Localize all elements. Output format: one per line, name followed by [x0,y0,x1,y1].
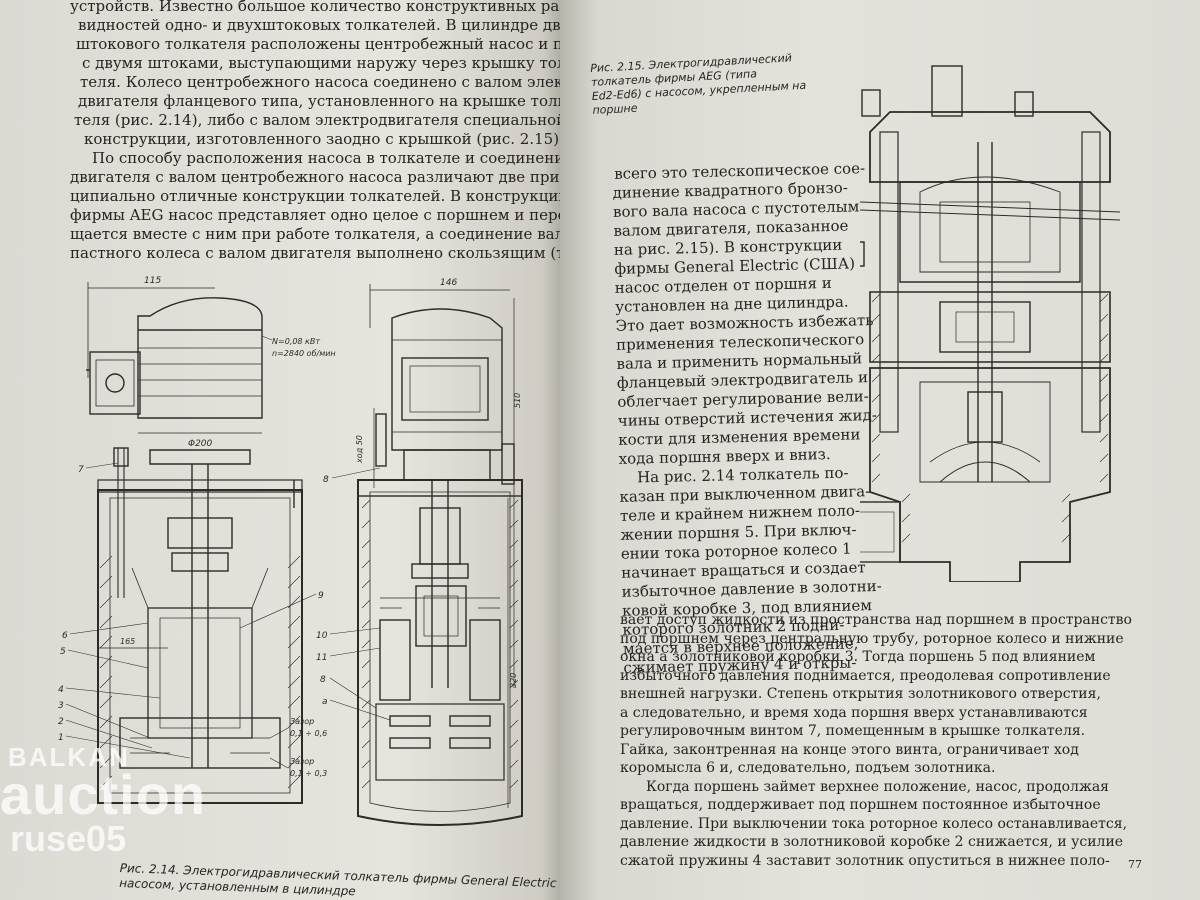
text-line: внешней нагрузки. Степень открытия золот… [620,686,1101,702]
text-line: а следовательно, и время хода поршня вве… [620,704,1088,721]
text-line: пастного колеса с валом двигателя выполн… [70,244,565,262]
full-width-text: вает доступ жидкости из пространства над… [620,611,1132,870]
text-line: По способу расположения насоса в толкате… [92,149,565,167]
text-line: с двумя штоками, выступающими наружу чер… [82,54,565,72]
label-8: 8 [323,475,329,485]
text-line: окна a золотниковой коробки 3. Тогда пор… [620,649,1096,665]
text-line: фирмы AEG насос представляет одно целое … [70,206,565,224]
text-line: вает доступ жидкости из пространства над… [620,612,1132,628]
paragraph-2: По способу расположения насоса в толкате… [70,149,565,263]
text-line: под поршнем через центральную трубу, рот… [620,630,1124,647]
text-line: двигателя с валом центробежного насоса р… [70,168,565,186]
dim-200: Φ200 [188,439,213,449]
label-11: 11 [316,653,327,663]
text-line: регулировочным винтом 7, помещенным в кр… [620,723,1086,739]
text-line: штокового толкателя расположены центробе… [76,35,565,53]
text-line: теля. Колесо центробежного насоса соедин… [80,73,565,91]
label-9: 9 [318,591,324,601]
label-8-lower: 8 [320,675,326,685]
paragraph-1: устройств. Известно большое количество к… [70,0,565,149]
text-line: Когда поршень займет верхнее положение, … [646,778,1110,795]
dim-165: 165 [120,637,135,646]
dim-320: 320 [509,673,518,688]
text-line: давление. При выключении тока роторное к… [620,815,1128,832]
label-a: a [322,697,328,707]
label-5: 5 [60,647,66,657]
watermark-balkan: BALKAN [8,742,130,772]
dim-stroke-50: ход 50 [355,435,364,464]
gap-1-label: Зазор [290,717,314,726]
right-page: Рис. 2.15. Электрогидравлический толкате… [560,0,1200,900]
column-text: всего это телескопическое сое- динение к… [608,159,884,678]
text-line: ципиально отличные конструкции толкателе… [70,187,565,205]
text-line: коромысла 6 и, следовательно, подъем зол… [620,760,996,776]
figure-2-15-caption: Рис. 2.15. Электрогидравлический толкате… [590,51,807,118]
text-line: конструкции, изготовленного заодно с кры… [84,130,564,148]
speed-label: n=2840 об/мин [272,349,336,358]
text-line: Гайка, законтренная на конце этого винта… [620,741,1079,758]
dim-510: 510 [513,393,522,408]
text-line: давление жидкости в золотниковой коробке… [620,834,1124,850]
text-line: вращаться, поддерживает под поршнем пост… [620,797,1101,813]
gap-2-label: Зазор [290,757,314,766]
page-number: 77 [1128,858,1142,871]
gap-1-value: 0,1 ÷ 0,6 [290,729,327,738]
label-1: 1 [58,733,64,743]
dim-115: 115 [144,276,161,286]
label-7: 7 [78,465,84,475]
left-page: устройств. Известно большое количество к… [0,0,565,900]
dim-146: 146 [440,278,457,288]
text-line: двигателя фланцевого типа, установленног… [78,92,565,110]
label-3: 3 [58,701,64,711]
power-label: N=0,08 кВт [272,337,320,346]
figure-2-15-drawing [860,65,1121,582]
label-6: 6 [62,631,68,641]
watermark-ruse05: ruse05 [10,818,127,859]
label-10: 10 [316,631,328,641]
text-line: щается вместе с ним при работе толкателя… [70,225,565,243]
label-4: 4 [58,685,64,695]
gap-2-value: 0,1 ÷ 0,3 [290,769,327,778]
text-line: устройств. Известно большое количество к… [70,0,565,15]
figure-2-14-drawing: 115 N=0,08 кВт n=2840 об/мин Φ200 [58,276,523,826]
text-line: сжатой пружины 4 заставит золотник опуст… [620,852,1110,869]
text-line: теля (рис. 2.14), либо с валом электродв… [74,111,565,129]
text-line: видностей одно- и двухштоковых толкателе… [78,16,565,34]
text-line: избыточного давления поднимается, преодо… [620,667,1111,684]
watermark-auction: auction [0,763,207,826]
label-2: 2 [58,717,64,727]
figure-2-14-caption: Рис. 2.14. Электрогидравлический толкате… [119,861,565,900]
